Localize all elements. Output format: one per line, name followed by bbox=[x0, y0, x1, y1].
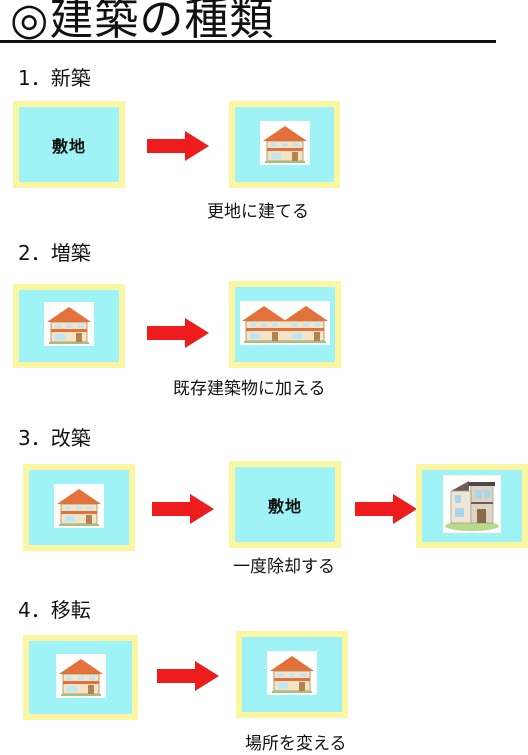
section-3-label: 3．改築 bbox=[18, 426, 91, 450]
right-arrow-icon bbox=[147, 131, 209, 161]
section-4-label: 4．移転 bbox=[18, 598, 91, 622]
section-2-label: 2．増築 bbox=[18, 241, 91, 265]
section-4-caption: 場所を変える bbox=[245, 734, 347, 754]
right-arrow-icon bbox=[147, 318, 209, 348]
section-4-new-location-box bbox=[236, 631, 348, 718]
section-4-original-box bbox=[23, 635, 138, 720]
house-icon bbox=[259, 120, 310, 169]
section-2-caption: 既存建築物に加える bbox=[173, 379, 326, 399]
section-3-existing-box bbox=[23, 464, 135, 551]
extended-house-icon bbox=[240, 300, 330, 349]
house-icon bbox=[54, 483, 104, 532]
page-title: ◎建築の種類 bbox=[10, 0, 275, 45]
house-icon bbox=[267, 650, 317, 699]
section-1-lot-box: 敷地 bbox=[13, 101, 125, 188]
section-3-caption: 一度除却する bbox=[233, 557, 335, 577]
section-1-result-box bbox=[229, 101, 340, 188]
section-2-existing-box bbox=[13, 284, 125, 368]
right-arrow-icon bbox=[152, 494, 214, 524]
modern-house-icon bbox=[443, 475, 501, 537]
house-icon bbox=[44, 302, 94, 350]
house-icon bbox=[55, 653, 106, 702]
section-3-lot-box: 敷地 bbox=[229, 461, 341, 548]
title-underline bbox=[0, 40, 496, 43]
lot-label: 敷地 bbox=[51, 136, 86, 156]
section-2-result-box bbox=[229, 281, 341, 368]
right-arrow-icon bbox=[355, 494, 417, 524]
section-1-caption: 更地に建てる bbox=[207, 202, 309, 222]
right-arrow-icon bbox=[157, 661, 219, 691]
section-3-result-box bbox=[416, 464, 528, 548]
lot-label: 敷地 bbox=[267, 496, 302, 516]
section-1-label: 1．新築 bbox=[18, 66, 91, 90]
